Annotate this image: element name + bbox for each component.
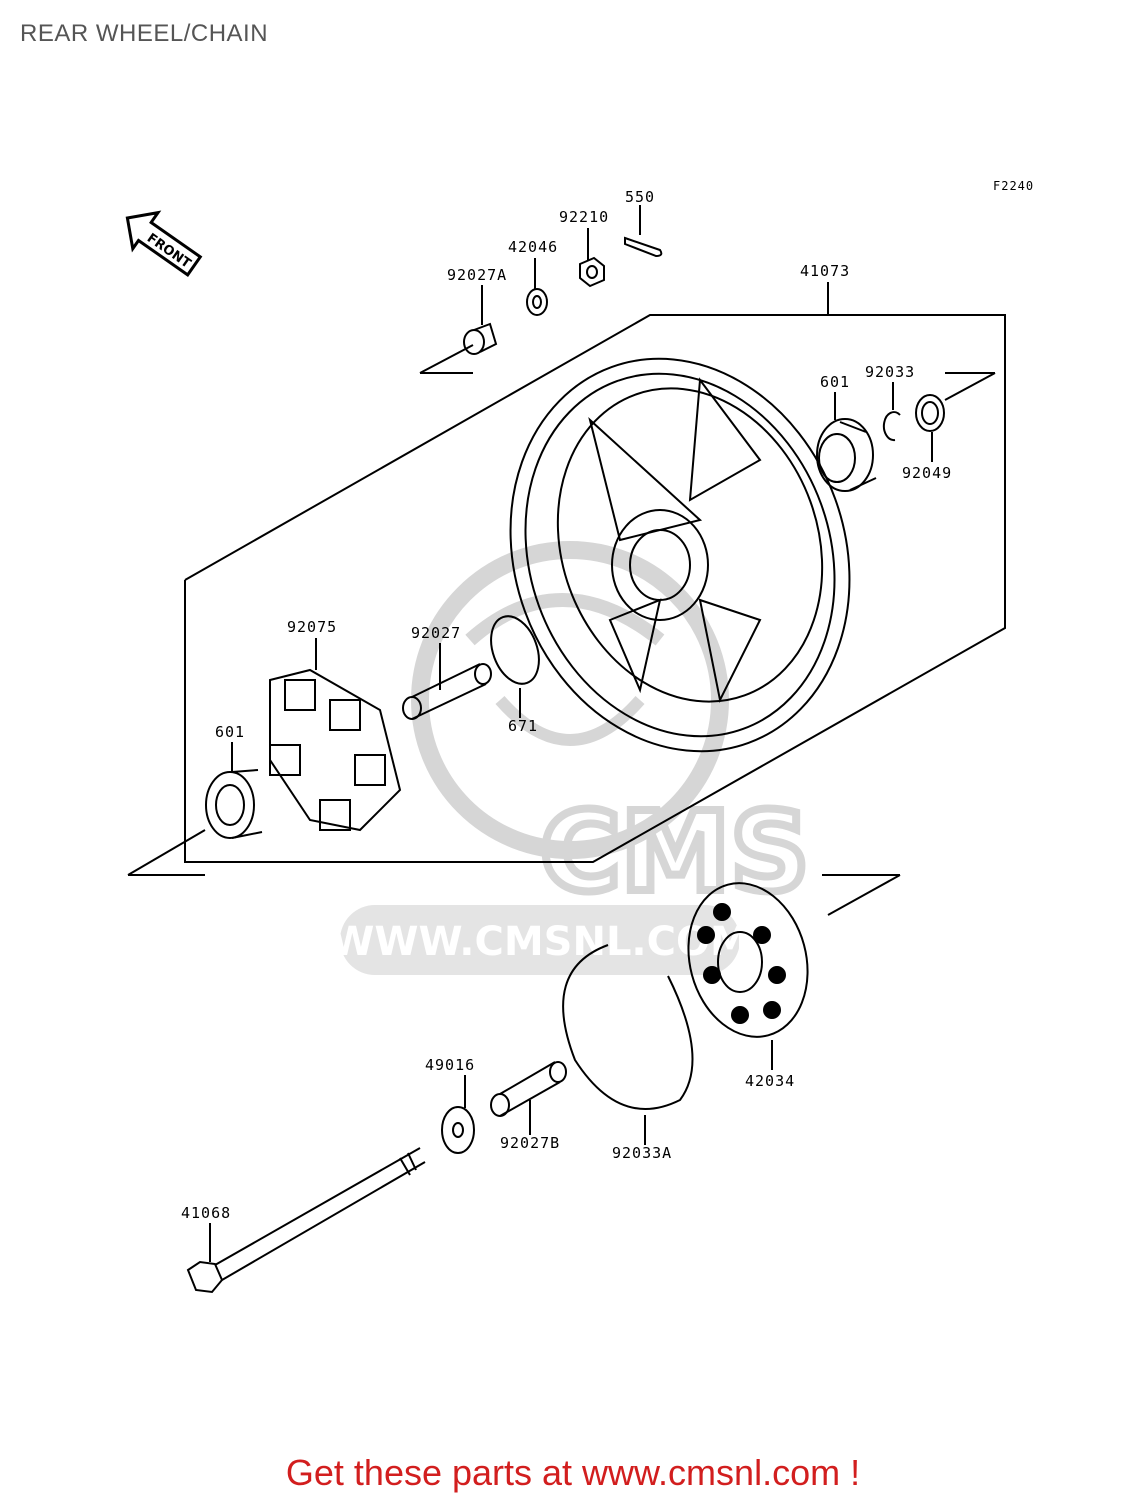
part-number-41073: 41073 <box>800 262 850 280</box>
figure-code: F2240 <box>993 179 1034 193</box>
part-number-92027B: 92027B <box>500 1134 560 1152</box>
washer-49016 <box>441 1106 475 1154</box>
axle-41068 <box>186 1147 426 1294</box>
sprocket-coupling-42034 <box>687 882 809 1038</box>
part-number-92033A: 92033A <box>612 1144 672 1162</box>
part-number-92027A: 92027A <box>447 266 507 284</box>
part-number-92049: 92049 <box>902 464 952 482</box>
footer-cta[interactable]: Get these parts at www.cmsnl.com ! <box>285 1452 861 1493</box>
part-labels: 550 92210 42046 92027A 41073 601 92033 9… <box>181 188 952 1222</box>
assembly-outline <box>127 314 1006 916</box>
front-arrow: FRONT <box>125 210 203 277</box>
collar-92027 <box>402 663 492 720</box>
watermark: CMS WWW.CMSNL.COM <box>330 541 813 975</box>
bearing-left <box>205 769 263 839</box>
seal-92049 <box>915 394 945 432</box>
part-number-92027: 92027 <box>411 624 461 642</box>
part-number-92210: 92210 <box>559 208 609 226</box>
part-number-601-left: 601 <box>215 723 245 741</box>
bearing-right <box>816 418 877 492</box>
part-number-42046: 42046 <box>508 238 558 256</box>
watermark-url: WWW.CMSNL.COM <box>330 919 750 965</box>
o-ring-671 <box>490 615 540 685</box>
part-number-550: 550 <box>625 188 655 206</box>
retaining-ring-92033A <box>562 944 694 1110</box>
page-title: REAR WHEEL/CHAIN <box>20 20 269 47</box>
collar-92027A <box>463 322 498 355</box>
circlip-92033 <box>882 411 901 442</box>
part-number-42034: 42034 <box>745 1072 795 1090</box>
damper-92075 <box>269 668 402 832</box>
part-number-49016: 49016 <box>425 1056 475 1074</box>
watermark-logo: CMS <box>540 788 809 916</box>
cotter-pin-550 <box>624 236 663 258</box>
washer-42046 <box>526 288 548 316</box>
part-number-92033: 92033 <box>865 363 915 381</box>
rear-wheel <box>509 357 851 753</box>
part-number-41068: 41068 <box>181 1204 231 1222</box>
part-number-671: 671 <box>508 717 538 735</box>
leader-lines <box>209 205 933 1262</box>
part-number-92075: 92075 <box>287 618 337 636</box>
part-number-601-right: 601 <box>820 373 850 391</box>
collar-92027B <box>490 1061 567 1117</box>
nut-92210 <box>579 256 605 288</box>
